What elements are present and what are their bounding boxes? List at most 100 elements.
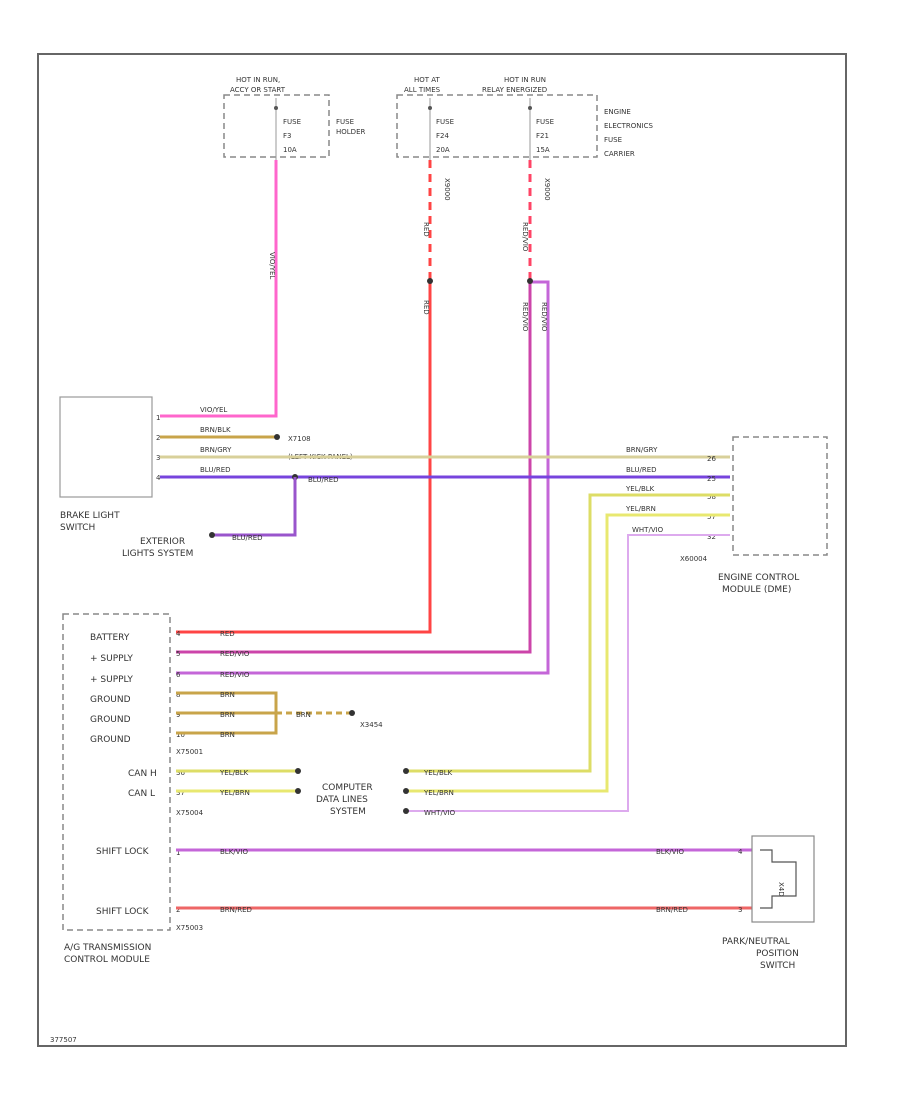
wire-label-vio-top: RED/VIO: [521, 222, 529, 252]
wire-label-red-mid: RED: [422, 300, 430, 315]
wire-label-shift1: BLK/VIO: [220, 848, 249, 856]
wire-label-tcm4: BRN: [220, 691, 235, 699]
wire-red-feed-lower: [176, 282, 432, 634]
tcm-pin-label-canh: CAN H: [128, 769, 157, 779]
wire-label-canh: YEL/BLK: [219, 769, 249, 777]
tcm-pin-37: 37: [176, 789, 185, 797]
wire-vio-yel-feed: [160, 160, 278, 418]
pnp-switch-symbol: [760, 849, 797, 909]
tcm-pin-36: 36: [176, 769, 185, 777]
cd-name3: SYSTEM: [330, 807, 366, 817]
tcm-pin-2: 2: [176, 906, 180, 914]
wire-label-vio-mid: RED/VIO: [521, 302, 529, 332]
transmission-control-module: [62, 613, 171, 931]
engine-electronics-fuse-carrier: HOT AT ALL TIMES FUSE F24 20A HOT IN RUN…: [396, 76, 653, 160]
tcm-pin-label-shift1: SHIFT LOCK: [96, 847, 150, 857]
pnp-pin1: 4: [738, 848, 743, 856]
fuse1-name2: HOLDER: [336, 128, 365, 136]
tcm-conn1-label: X75001: [176, 748, 203, 756]
wire-yel-brn-ecm: [406, 513, 730, 793]
ext-name1: EXTERIOR: [140, 537, 185, 547]
wire-label-vio-mid2: RED/VIO: [540, 302, 548, 332]
pnp-name1: PARK/NEUTRAL: [722, 937, 790, 947]
fuse2-hot-label2: ALL TIMES: [404, 86, 441, 94]
tcm-name2: CONTROL MODULE: [64, 955, 150, 965]
cd-name2: DATA LINES: [316, 795, 368, 805]
conn-label-f24: X9000: [443, 178, 451, 201]
wire-wht-vio-ecm: [406, 534, 730, 812]
tcm-name1: A/G TRANSMISSION: [64, 943, 151, 953]
ecm-name2: MODULE (DME): [722, 585, 791, 595]
wire-label-gnd: BRN: [296, 711, 311, 719]
wire-ext-lights: [212, 477, 297, 537]
ecm-pin4: 57: [707, 513, 716, 521]
bls-pin4: 4: [156, 474, 161, 482]
wire-yel-blk-ecm: [406, 493, 730, 773]
wire-label-ecm4: YEL/BRN: [625, 505, 656, 513]
fuse1-hot-label: HOT IN RUN,: [236, 76, 280, 84]
splice-x7108: X7108: [288, 435, 311, 443]
fuse1-hot-label2: ACCY OR START: [230, 86, 286, 94]
pnp-name2: POSITION: [756, 949, 799, 959]
ecm-name1: ENGINE CONTROL: [718, 573, 799, 583]
bls-name2: SWITCH: [60, 523, 95, 533]
wire-label-canl: YEL/BRN: [219, 789, 250, 797]
ecm-pin3: 58: [707, 493, 716, 501]
carrier-name1: ENGINE: [604, 108, 631, 116]
wire-label-ext: BLU/RED: [232, 534, 263, 542]
wire-label-tcm1: RED: [220, 630, 235, 638]
pnp-inner-label: X4D: [777, 882, 785, 897]
wire-label-bls4: BLU/RED: [200, 466, 231, 474]
engine-control-module: [732, 436, 828, 556]
cd-name1: COMPUTER: [322, 783, 373, 793]
fuse1-line3: 10A: [283, 146, 297, 154]
carrier-name2: ELECTRONICS: [604, 122, 653, 130]
fuse1-name: FUSE: [336, 118, 354, 126]
fuse2-line2: F24: [436, 132, 449, 140]
tcm-pin-label-ground3: GROUND: [90, 735, 131, 745]
tcm-pin-1: 1: [176, 849, 180, 857]
tcm-conn3-label: X75003: [176, 924, 203, 932]
fuse3-hot-label: HOT IN RUN: [504, 76, 546, 84]
diagram-frame: [37, 53, 847, 1047]
fuse3-line3: 15A: [536, 146, 550, 154]
fuse3-hot-label2: RELAY ENERGIZED: [482, 86, 547, 94]
tcm-pin-label-supply1: + SUPPLY: [90, 654, 133, 664]
fuse3-line2: F21: [536, 132, 549, 140]
tcm-pin-8: 8: [176, 691, 180, 699]
wire-label-bls2: BRN/BLK: [200, 426, 231, 434]
wire-label-ecm1: BRN/GRY: [626, 446, 658, 454]
wire-label-tcm6: BRN: [220, 731, 235, 739]
tcm-conn2-label: X75004: [176, 809, 204, 817]
pnp-pin2: 3: [738, 906, 742, 914]
tcm-pin-label-ground2: GROUND: [90, 715, 131, 725]
ecm-pin1: 26: [707, 455, 716, 463]
tcm-pin-label-supply2: + SUPPLY: [90, 675, 133, 685]
wire-label-cd3: WHT/VIO: [424, 809, 456, 817]
tcm-pin-6: 6: [176, 671, 181, 679]
wire-label-pink-vertical: VIO/YEL: [268, 252, 276, 279]
diagram-footer: 377507: [50, 1036, 77, 1044]
ecm-conn: X60004: [680, 555, 708, 563]
fuse2-hot-label: HOT AT: [414, 76, 441, 84]
wire-label-bls1: VIO/YEL: [200, 406, 227, 414]
fuse-holder: HOT IN RUN, ACCY OR START FUSE F3 10A FU…: [223, 76, 365, 160]
fuse1-line2: F3: [283, 132, 291, 140]
wire-label-cd1: YEL/BLK: [423, 769, 453, 777]
tcm-pin-label-ground1: GROUND: [90, 695, 131, 705]
carrier-name4: CARRIER: [604, 150, 635, 158]
tcm-pin-4: 4: [176, 630, 181, 638]
fuse2-line1: FUSE: [436, 118, 454, 126]
ext-name2: LIGHTS SYSTEM: [122, 549, 193, 559]
wire-label-tcm2: RED/VIO: [220, 650, 250, 658]
wire-label-tcm3: RED/VIO: [220, 671, 250, 679]
park-neutral-switch: [751, 835, 815, 923]
tcm-pin-label-battery: BATTERY: [90, 633, 130, 643]
pnp-name3: SWITCH: [760, 961, 795, 971]
wire-redvio-feed-a: [176, 282, 532, 654]
wire-label-ecm2: BLU/RED: [626, 466, 657, 474]
fuse1-line1: FUSE: [283, 118, 301, 126]
fuse3-line1: FUSE: [536, 118, 554, 126]
carrier-name3: FUSE: [604, 136, 622, 144]
